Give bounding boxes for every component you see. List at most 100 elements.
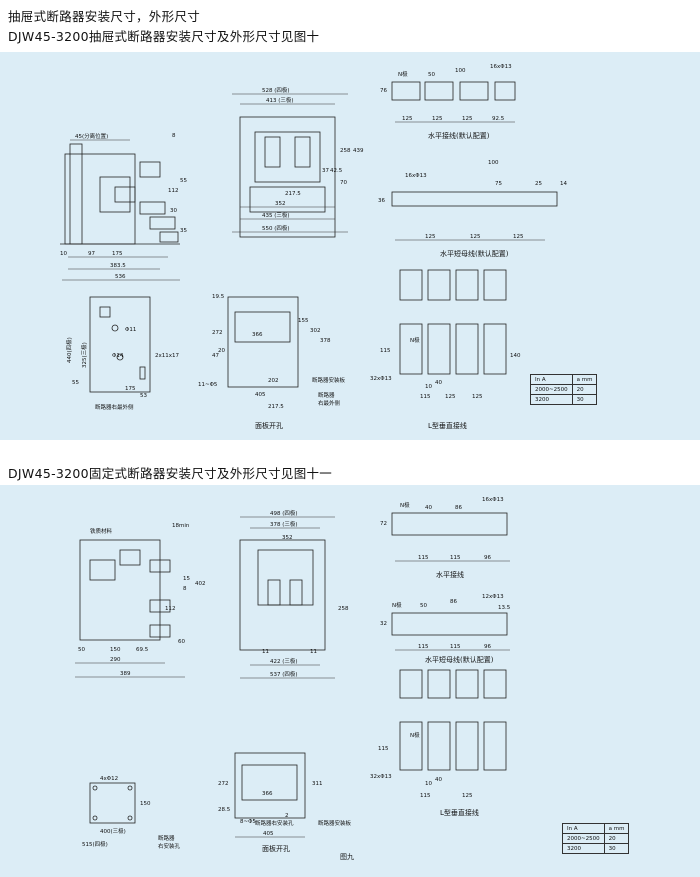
note-hole: 断路器右安装孔 bbox=[255, 819, 294, 827]
fig11-horizontal-bus: N极 40 86 16xΦ13 72 115 115 96 水平接线 bbox=[380, 497, 510, 579]
dim-8: 8~Φ5 bbox=[240, 819, 256, 825]
dim-125: 125 bbox=[445, 394, 456, 400]
table-cell: 2000~2500 bbox=[530, 384, 573, 395]
dim-550: 550 (四极) bbox=[262, 224, 290, 232]
dim-72: 72 bbox=[380, 521, 387, 527]
dim-8: 8 bbox=[183, 586, 187, 592]
table-header: a mm bbox=[603, 823, 630, 834]
fig10-front-view: 528 (四极) 413 (三极) 439 258 37 42.5 70 217… bbox=[232, 86, 364, 238]
dim-25: 25 bbox=[535, 181, 542, 187]
dim-311: 311 bbox=[312, 781, 323, 787]
dim-115: 115 bbox=[450, 644, 461, 650]
page-title-line1: 抽屉式断路器安装尺寸，外形尺寸 bbox=[8, 9, 201, 24]
note-plate: 断路器安装板 bbox=[318, 819, 352, 827]
dim-35: 35 bbox=[180, 228, 187, 234]
table-cell: 30 bbox=[603, 843, 630, 854]
caption-hshort: 水平短母线(默认配置) bbox=[440, 249, 509, 258]
dim-325: 325(三极) bbox=[80, 342, 88, 368]
figure-11-panel: 铁质材料 18min 402 112 15 8 60 50 150 69.5 2… bbox=[0, 485, 700, 877]
dim-115: 115 bbox=[380, 348, 391, 354]
dim-55: 55 bbox=[72, 380, 79, 386]
dim-125: 125 bbox=[472, 394, 483, 400]
dim-32x13: 32xΦ13 bbox=[370, 376, 392, 382]
dim-d14: Φ14 bbox=[112, 353, 124, 359]
dim-14: 14 bbox=[560, 181, 567, 187]
dim-290: 290 bbox=[110, 657, 121, 663]
dim-92: 92.5 bbox=[492, 116, 505, 122]
dim-50: 50 bbox=[78, 647, 85, 653]
n-pole: N极 bbox=[398, 70, 408, 78]
dim-115: 115 bbox=[378, 746, 389, 752]
dim-378: 378 bbox=[320, 338, 331, 344]
dim-86: 86 bbox=[455, 505, 462, 511]
dim-175: 175 bbox=[112, 251, 123, 257]
dim-10: 10 bbox=[425, 781, 432, 787]
note-breaker: 断路器 bbox=[158, 834, 175, 842]
dim-366: 366 bbox=[252, 332, 263, 338]
fig10-horizontal-short-bus: 16xΦ13 100 75 25 14 36 125 125 125 水平短母线… bbox=[378, 160, 567, 258]
dim-30: 30 bbox=[170, 208, 177, 214]
dim-217: 217.5 bbox=[268, 404, 284, 410]
figure-label: 图九 bbox=[340, 852, 354, 861]
dim-202: 202 bbox=[268, 378, 279, 384]
page-title-line2: DJW45-3200抽屉式断路器安装尺寸及外形尺寸见图十 bbox=[8, 29, 320, 44]
dim-36: 36 bbox=[378, 198, 385, 204]
table-cell: 20 bbox=[603, 833, 630, 844]
dim-37: 37 bbox=[322, 168, 329, 174]
n-pole: N极 bbox=[400, 501, 410, 509]
table-cell: 30 bbox=[571, 394, 598, 405]
dim-10: 10 bbox=[425, 384, 432, 390]
note-hole: 右安装孔 bbox=[158, 842, 181, 850]
figure-11-drawing: 铁质材料 18min 402 112 15 8 60 50 150 69.5 2… bbox=[75, 497, 511, 861]
dim-435: 435 (三极) bbox=[262, 211, 290, 219]
dim-86: 86 bbox=[450, 599, 457, 605]
fig11-panel-cutout: 272 366 311 28.5 8~Φ5 2 405 断路器右安装孔 断路器安… bbox=[218, 752, 354, 861]
dim-16x13: 16xΦ13 bbox=[490, 64, 512, 70]
dim-125: 125 bbox=[462, 793, 473, 799]
dim-45: 45(分离位置) bbox=[75, 132, 108, 140]
dim-32x13: 32xΦ13 bbox=[370, 774, 392, 780]
dim-2x11x17: 2x11x17 bbox=[155, 353, 180, 359]
dim-515: 515(四极) bbox=[82, 840, 108, 848]
caption-panel: 面板开孔 bbox=[262, 844, 290, 853]
dim-96: 96 bbox=[484, 644, 491, 650]
figure-10-panel: 45(分离位置) 10 97 175 383.5 536 112 8 55 35… bbox=[0, 52, 700, 440]
dim-15: 15 bbox=[183, 576, 190, 582]
dim-47: 47 bbox=[212, 353, 219, 359]
dim-537: 537 (四极) bbox=[270, 670, 298, 678]
dim-125: 125 bbox=[425, 234, 436, 240]
dim-40: 40 bbox=[435, 777, 442, 783]
dim-150: 150 bbox=[110, 647, 121, 653]
fig11-front-view: 498 (四极) 378 (三极) 352 258 11 11 422 (三极)… bbox=[239, 509, 349, 679]
dim-115: 115 bbox=[420, 793, 431, 799]
n-pole: N极 bbox=[392, 601, 402, 609]
n-pole: N极 bbox=[410, 336, 420, 344]
dim-11: 11 bbox=[310, 649, 317, 655]
dim-528: 528 (四极) bbox=[262, 86, 290, 94]
caption-hbus: 水平接线 bbox=[436, 570, 464, 579]
caption-hshort: 水平短母线(默认配置) bbox=[425, 655, 494, 664]
table-header: In A bbox=[530, 374, 573, 385]
dim-383: 383.5 bbox=[110, 263, 126, 269]
dim-115: 115 bbox=[420, 394, 431, 400]
fig11-side-view: 铁质材料 18min 402 112 15 8 60 50 150 69.5 2… bbox=[75, 523, 206, 678]
dim-405: 405 bbox=[255, 392, 266, 398]
table-cell: 20 bbox=[571, 384, 598, 395]
figure-10-drawing: 45(分离位置) 10 97 175 383.5 536 112 8 55 35… bbox=[60, 64, 567, 430]
note-right: 断路器右最外侧 bbox=[95, 403, 134, 411]
dim-125: 125 bbox=[513, 234, 524, 240]
dim-97: 97 bbox=[88, 251, 95, 257]
caption-hbus: 水平接线(默认配置) bbox=[428, 131, 490, 140]
table-cell: 2000~2500 bbox=[562, 833, 605, 844]
dim-258: 258 bbox=[338, 606, 349, 612]
dim-258: 258 bbox=[340, 148, 351, 154]
dim-13: 13.5 bbox=[498, 605, 511, 611]
dim-69: 69.5 bbox=[136, 647, 149, 653]
dim-50: 50 bbox=[428, 72, 435, 78]
dim-100: 100 bbox=[488, 160, 499, 166]
caption-panel: 面板开孔 bbox=[255, 421, 283, 430]
dim-125: 125 bbox=[462, 116, 473, 122]
dim-50: 50 bbox=[420, 603, 427, 609]
dim-55: 55 bbox=[180, 178, 187, 184]
